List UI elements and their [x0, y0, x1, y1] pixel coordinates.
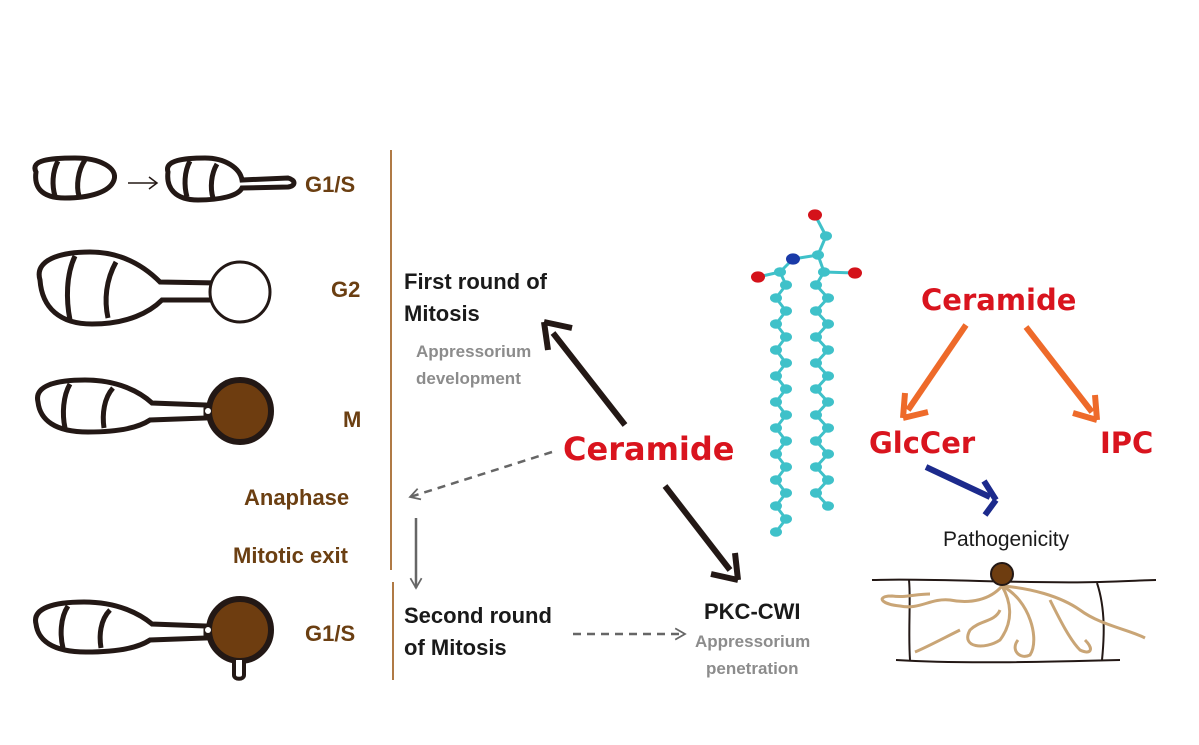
carbon-atom [770, 293, 782, 303]
carbon-atom [770, 319, 782, 329]
carbon-atom [810, 306, 822, 316]
carbon-atom [780, 410, 792, 420]
carbon-atom [822, 501, 834, 511]
carbon-atom [810, 410, 822, 420]
arrow-to-first-mitosis [541, 319, 628, 427]
carbon-atom [780, 488, 792, 498]
ceramide-center-label: Ceramide [563, 430, 735, 468]
carbon-atom [822, 397, 834, 407]
carbon-atom [780, 332, 792, 342]
oxygen-atom [848, 267, 862, 279]
phase-label-g2: G2 [331, 277, 361, 302]
arrow-to-pathogenicity [924, 464, 999, 517]
carbon-atom [822, 345, 834, 355]
second-round-label-line1: Second round [404, 603, 552, 628]
g2-cell [36, 249, 221, 327]
carbon-atom [812, 250, 824, 260]
carbon-atom [774, 267, 786, 277]
m-cell [35, 377, 209, 435]
thin-arrow-icon [128, 176, 159, 190]
carbon-atom [780, 306, 792, 316]
immature-appressorium [208, 260, 272, 324]
phase-label-m: M [343, 407, 362, 432]
phase-label-g1s-top: G1/S [305, 172, 356, 197]
arrow-to-glccer [900, 323, 969, 421]
carbon-atom [822, 475, 834, 485]
carbon-atom [810, 280, 822, 290]
appressorium-development-line1: Appressorium [416, 342, 532, 361]
carbon-atom [780, 436, 792, 446]
carbon-atom [810, 384, 822, 394]
dashed-arrow-anaphase [408, 450, 553, 501]
g1s-bottom-cell [33, 599, 209, 655]
ipc-label: IPC [1100, 426, 1154, 460]
carbon-atom [770, 371, 782, 381]
carbon-atom [780, 462, 792, 472]
appressorium-penetration-line1: Appressorium [695, 632, 811, 651]
carbon-atom [770, 527, 782, 537]
carbon-atom [770, 449, 782, 459]
carbon-atom [780, 384, 792, 394]
carbon-atom [770, 475, 782, 485]
carbon-atom [770, 423, 782, 433]
arrow-to-ipc [1023, 325, 1100, 423]
carbon-atom [820, 231, 832, 241]
ceramide-pathway-label: Ceramide [921, 283, 1077, 317]
carbon-atom [810, 436, 822, 446]
carbon-atom [780, 514, 792, 524]
plant-cell-infection [871, 578, 1157, 664]
carbon-atom [822, 293, 834, 303]
melanized-appressorium [206, 377, 274, 445]
first-round-label-line1: First round of [404, 269, 547, 294]
conidium-cell [32, 155, 117, 201]
carbon-atom [770, 501, 782, 511]
melanized-appressorium-bottom [206, 596, 274, 664]
carbon-atom [810, 358, 822, 368]
glccer-label: GlcCer [869, 426, 976, 460]
carbon-atom [822, 423, 834, 433]
nitrogen-atom [786, 253, 800, 265]
second-round-label-line2: of Mitosis [404, 635, 507, 660]
pkc-cwi-label: PKC-CWI [704, 599, 801, 624]
carbon-atom [822, 449, 834, 459]
penetration-peg [232, 660, 246, 681]
septum-dot [205, 408, 211, 414]
septum-dot-bottom [205, 627, 211, 633]
germ-tube-cell [165, 155, 297, 203]
carbon-atom [770, 345, 782, 355]
carbon-atom [810, 462, 822, 472]
carbon-atom [818, 267, 830, 277]
carbon-atom [770, 397, 782, 407]
carbon-atom [780, 280, 792, 290]
phase-label-g1s-bottom: G1/S [305, 621, 356, 646]
oxygen-atom [808, 209, 822, 221]
carbon-atom [810, 488, 822, 498]
carbon-atom [822, 371, 834, 381]
carbon-atom [780, 358, 792, 368]
ceramide-molecule [751, 209, 862, 537]
oxygen-atom [751, 271, 765, 283]
first-round-label-line2: Mitosis [404, 301, 480, 326]
carbon-atom [810, 332, 822, 342]
appressorium-penetration-line2: penetration [706, 659, 799, 678]
appressorium-on-plant [990, 562, 1014, 586]
pathogenicity-label: Pathogenicity [943, 528, 1070, 551]
phase-label-anaphase: Anaphase [244, 485, 350, 510]
arrow-to-pkc [662, 484, 741, 583]
carbon-atom [822, 319, 834, 329]
phase-label-mitotic-exit: Mitotic exit [233, 543, 348, 568]
appressorium-development-line2: development [416, 369, 521, 388]
